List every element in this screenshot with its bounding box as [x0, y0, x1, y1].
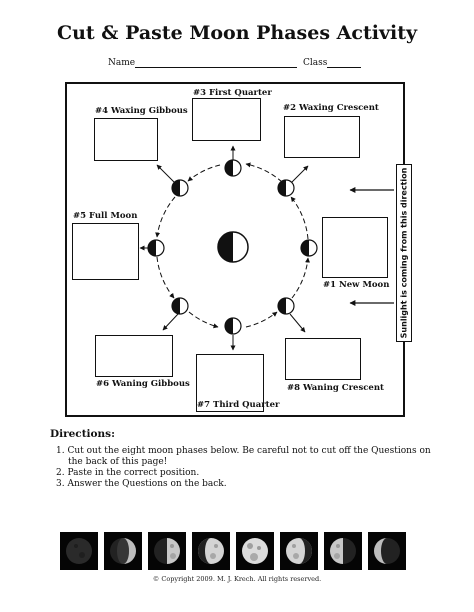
paste-box-third-quarter[interactable] [196, 354, 264, 412]
directions-list: 1. Cut out the eight moon phases below. … [56, 446, 436, 490]
moon-position-waning-crescent [277, 297, 295, 315]
paste-box-waxing-crescent[interactable] [284, 116, 360, 158]
sunlight-direction-label: Sunlight is coming from this direction [399, 167, 409, 339]
label-new-moon: #1 New Moon [323, 280, 390, 290]
earth-icon [217, 231, 249, 263]
moon-tile[interactable] [192, 532, 230, 570]
paste-box-first-quarter[interactable] [192, 98, 261, 141]
sunlight-arrow-icon [349, 187, 394, 306]
moon-position-waxing-gibbous [171, 179, 189, 197]
moon-tile[interactable] [104, 532, 142, 570]
orbit-path [155, 162, 311, 329]
moon-position-waxing-crescent [277, 179, 295, 197]
name-label: Name [108, 58, 136, 68]
moon-phase-icon [374, 538, 400, 564]
moon-position-first-quarter [224, 159, 242, 177]
moon-phase-icon [286, 538, 312, 564]
moon-tile[interactable] [280, 532, 318, 570]
moon-tile[interactable] [148, 532, 186, 570]
paste-box-waning-gibbous[interactable] [95, 335, 173, 377]
paste-box-waning-crescent[interactable] [285, 338, 361, 380]
moon-position-full [147, 239, 165, 257]
label-third-quarter: #7 Third Quarter [197, 400, 280, 410]
direction-item: 1. Cut out the eight moon phases below. … [56, 446, 431, 467]
paste-box-waxing-gibbous[interactable] [94, 118, 158, 161]
moon-position-waning-gibbous [171, 297, 189, 315]
moon-tile[interactable] [60, 532, 98, 570]
label-waxing-gibbous: #4 Waxing Gibbous [95, 106, 188, 116]
class-label: Class [302, 58, 328, 68]
moon-tile[interactable] [324, 532, 362, 570]
label-first-quarter: #3 First Quarter [193, 88, 272, 98]
class-field[interactable] [327, 58, 362, 68]
direction-item: 2. Paste in the correct position. [56, 468, 200, 478]
moon-tile[interactable] [368, 532, 406, 570]
moon-phase-icon [66, 538, 92, 564]
label-waning-crescent: #8 Waning Crescent [287, 383, 384, 393]
name-field[interactable] [135, 58, 298, 68]
moon-phase-icon [330, 538, 356, 564]
directions-heading: Directions: [50, 428, 115, 440]
moon-phase-icon [198, 538, 224, 564]
copyright-text: © Copyright 2009. M. J. Krech. All right… [152, 575, 322, 583]
moon-position-third-quarter [224, 317, 242, 335]
moon-position-new [300, 239, 318, 257]
moon-phase-icon [154, 538, 180, 564]
page-title: Cut & Paste Moon Phases Activity [56, 22, 418, 44]
name-class-line: Name Class [108, 58, 362, 68]
sunlight-band [396, 164, 412, 342]
pointer-arrows [139, 145, 309, 351]
label-full-moon: #5 Full Moon [73, 211, 138, 221]
moon-phase-icon [242, 538, 268, 564]
paste-box-full-moon[interactable] [72, 223, 139, 280]
label-waning-gibbous: #6 Waning Gibbous [96, 379, 190, 389]
direction-item: 3. Answer the Questions on the back. [56, 479, 227, 489]
label-waxing-crescent: #2 Waxing Crescent [283, 103, 379, 113]
paste-box-new-moon[interactable] [322, 217, 388, 278]
moon-phase-icon [110, 538, 136, 564]
moon-tile[interactable] [236, 532, 274, 570]
